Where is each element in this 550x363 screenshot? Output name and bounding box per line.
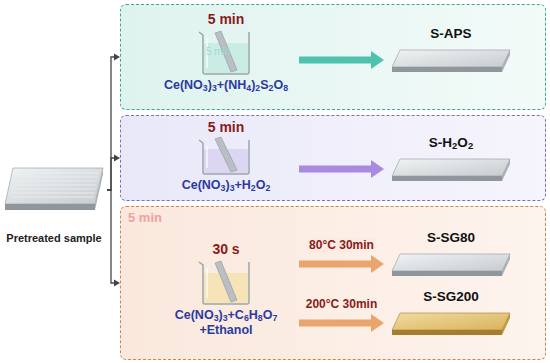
condition-label: 200°C 30min — [304, 297, 380, 311]
label-text: 30 s — [212, 241, 239, 258]
label-text: S-SG80 — [427, 229, 475, 246]
plate-illustration — [391, 157, 511, 181]
flow-arrow — [299, 51, 384, 69]
product-sample: S-SG200 — [386, 288, 516, 335]
arrow-head — [371, 51, 384, 69]
arrow-head — [114, 280, 120, 287]
flow-arrow — [299, 314, 384, 332]
flow-arrow — [299, 255, 384, 273]
label-text: 5 min — [208, 11, 245, 28]
arrow-head — [371, 314, 384, 332]
label-text: Pretreated sample — [1, 232, 107, 245]
arrow-head — [371, 255, 384, 273]
connector-line — [299, 320, 372, 327]
flow-arrow — [299, 160, 384, 178]
sample-box: Pretreated sample — [1, 166, 107, 245]
faint-time-label: 5 min — [206, 46, 230, 57]
label-text: Ce(NO3)3+H2O2 — [182, 178, 271, 193]
arrow-head — [114, 155, 120, 162]
flow-arrow — [107, 54, 120, 191]
label-text: Ce(NO3)3+C6H8O7 +Ethanol — [167, 308, 285, 338]
connector-line — [107, 190, 115, 283]
connector-line — [107, 158, 115, 190]
label-text: S-SG200 — [423, 288, 479, 305]
reagent-beaker: 5 minCe(NO3)3+H2O2 — [156, 119, 296, 199]
condition-label: 80°C 30min — [307, 238, 376, 252]
flow-arrow — [107, 155, 120, 191]
label-text: 5 min — [208, 119, 245, 136]
connector-line — [299, 57, 372, 64]
faint-time-label: 5 min — [128, 210, 162, 225]
process-panel: 30 s Ce(NO3)3+C6H8O7 +Ethanol S-SG80S-SG20… — [120, 206, 546, 360]
label-text: S-APS — [430, 25, 471, 42]
beaker-illustration — [191, 258, 261, 306]
reagent-beaker: 30 s Ce(NO3)3+C6H8O7 +Ethanol — [156, 241, 296, 357]
plate-illustration — [391, 311, 511, 335]
product-sample: S-SG80 — [386, 229, 516, 276]
plate-illustration — [391, 252, 511, 276]
connector-line — [299, 166, 372, 173]
process-panel: 5 minCe(NO3)3+H2O2 S-H2O2 — [120, 115, 546, 201]
flow-arrow — [107, 190, 120, 287]
reagent-beaker: 5 minCe(NO3)3+(NH4)2S2O8 — [156, 11, 296, 109]
arrow-head — [371, 160, 384, 178]
arrow-head — [114, 54, 120, 61]
metal-plate-illustration — [4, 166, 104, 210]
connector-line — [299, 261, 372, 268]
connector-line — [107, 57, 115, 190]
plate-illustration — [391, 48, 511, 72]
label-text: S-H2O2 — [429, 134, 473, 151]
label-text: Ce(NO3)3+(NH4)2S2O8 — [164, 78, 288, 93]
product-sample: S-H2O2 — [386, 134, 516, 181]
product-sample: S-APS — [386, 25, 516, 72]
beaker-illustration — [191, 136, 261, 176]
process-panel: 5 minCe(NO3)3+(NH4)2S2O8 S-APS — [120, 4, 546, 110]
